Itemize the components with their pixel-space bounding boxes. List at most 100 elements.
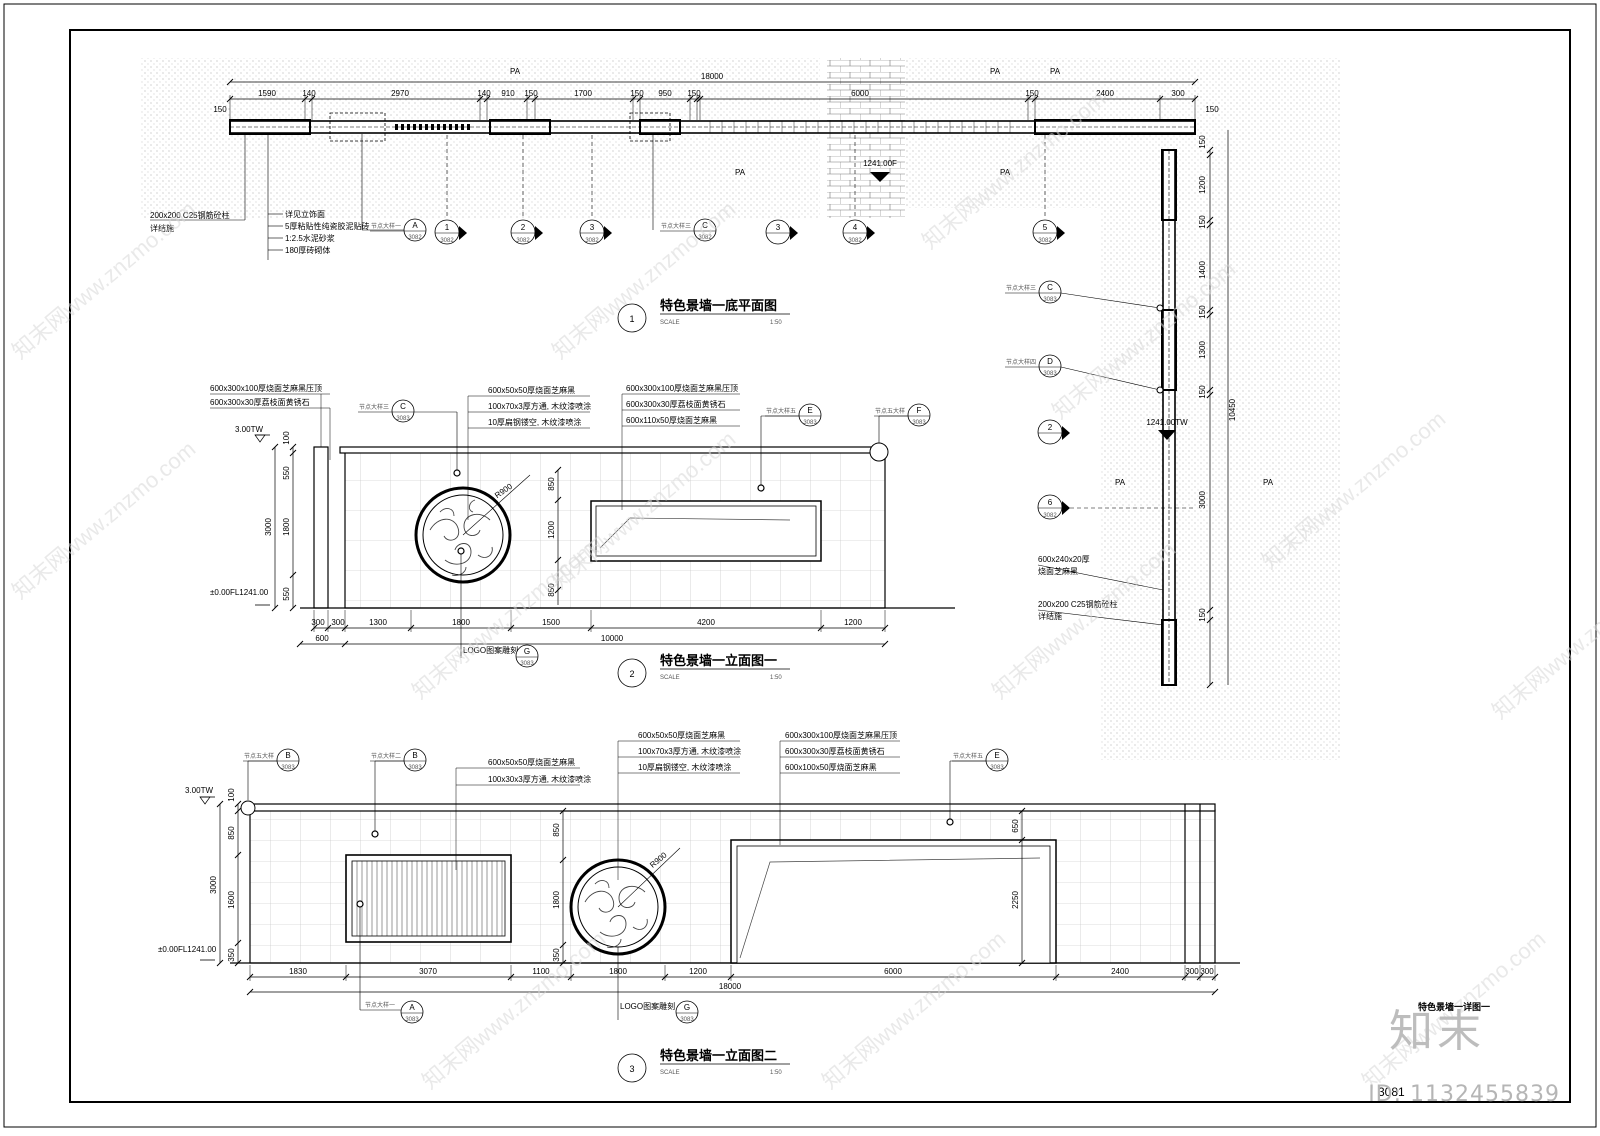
elev1-view-number: 2 [629, 669, 634, 679]
plan-pa-2: PA [735, 168, 746, 177]
elev2-bot-mark: ±0.00FL1241.00 [158, 945, 217, 954]
elev2-callout-e-letter: E [994, 751, 999, 760]
plan-section-3-num: 3 [776, 223, 781, 232]
elev2-note-a-1: 100x30x3厚方通, 木纹漆喷涂 [488, 774, 591, 784]
elev2-vdimr-0: 650 [1011, 819, 1020, 833]
elev1-hdim-1: 300 [331, 618, 345, 627]
elev1-logo-note: LOGO图案雕刻 [463, 645, 518, 655]
elev1-hdim-2: 1300 [369, 618, 387, 627]
plan-dim-12: 2400 [1096, 89, 1114, 98]
elev2-callout-e-bubble [985, 748, 1009, 772]
elev2-note-a-0: 600x50x50厚烧面芝麻黑 [488, 757, 575, 767]
elev1-logo-sheet: 3083 [520, 661, 534, 667]
elev2-note-c-2: 600x100x50厚烧面芝麻黑 [785, 762, 877, 772]
elev1-hdim-6: 1200 [844, 618, 862, 627]
brick-strip [827, 58, 905, 218]
side-callout-d-letter: D [1047, 357, 1053, 366]
plan-elev-mark: 1241.00F [863, 159, 897, 168]
plan-dim-3: 140 [477, 89, 491, 98]
side-note-1: 烧面芝麻黑 [1038, 566, 1078, 576]
elev1-callout-e-sheet: 3083 [803, 420, 817, 426]
plan-section-4-sheet: 3082 [848, 238, 862, 244]
plan-total-dim: 18000 [701, 72, 724, 81]
elev2-hdim-0: 1830 [289, 967, 307, 976]
elev2-bottom-a-sheet: 3083 [405, 1017, 419, 1023]
elev2-callout-b1-label: 节点五大样 [244, 752, 274, 760]
view-titles: 1 特色景墙一底平面图 SCALE 1:50 2 特色景墙一立面图一 SCALE… [617, 298, 790, 1083]
plan-section-1-sheet: 3082 [516, 238, 530, 244]
side-dim-3: 1400 [1198, 261, 1207, 279]
paving-hatch-left [140, 58, 820, 218]
elev2-vdimr-1: 2250 [1011, 891, 1020, 909]
elev1-total-1: 10000 [601, 634, 624, 643]
plan-note-3: 5厚粘贴性纯瓷胶泥贴砖 [285, 221, 369, 231]
plan-pa-1: PA [990, 67, 1001, 76]
plan-dim-9: 150 [687, 89, 701, 98]
elev1-callout-c-label: 节点大样三 [359, 403, 389, 411]
elev1-vdimr-1: 1200 [547, 521, 556, 539]
elev2-note-b-0: 600x50x50厚烧面芝麻黑 [638, 730, 725, 740]
elev2-vdim-0: 100 [227, 788, 236, 802]
elev1-total-0: 600 [315, 634, 329, 643]
plan-view-number: 1 [629, 314, 634, 324]
elev1-note-right-2: 600x110x50厚烧面芝麻黑 [626, 415, 717, 425]
outer-border [3, 3, 1597, 1128]
plan-dim-0: 1590 [258, 89, 276, 98]
elevation-two: 3.00TW±0.00FL1241.0010085030001600350850… [158, 730, 1240, 1024]
elev2-callout-e-label: 节点大样五 [953, 752, 983, 760]
elev1-vdim-0: 100 [282, 431, 291, 445]
plan-scale: 1:50 [770, 320, 782, 326]
plan-section-5-num: 5 [1043, 223, 1048, 232]
elev1-vdim-2: 3000 [264, 518, 273, 536]
elev2-bottom-a-letter: A [409, 1003, 415, 1012]
elev2-bottom-a-bubble [400, 1000, 424, 1024]
elev2-hdim-2: 1100 [532, 967, 550, 976]
plan-section-1-num: 2 [521, 223, 526, 232]
plan-dim-1: 140 [302, 89, 316, 98]
elev1-callout-f-sheet: 3083 [912, 420, 926, 426]
elev2-hdim-7: 300 [1185, 967, 1199, 976]
plan-callout-c-bubble [693, 218, 717, 242]
elev1-callout-f-label: 节点五大样 [875, 407, 905, 415]
elev2-view-number: 3 [629, 1064, 634, 1074]
elev2-vdim-4: 350 [227, 948, 236, 962]
elev2-callout-b1-bubble [276, 748, 300, 772]
plan-dim-11: 150 [1025, 89, 1039, 98]
watermark-id: ID: 1132455839 [1368, 1082, 1560, 1107]
elev1-hdim-5: 4200 [697, 618, 715, 627]
watermark-text-0: 知末网www.znzmo.com [7, 196, 200, 364]
side-section-0-num: 2 [1048, 423, 1053, 432]
side-note-2: 200x200 C25钢筋砼柱 [1038, 599, 1118, 609]
plan-dim-7: 150 [630, 89, 644, 98]
elev2-bottom-g-letter: G [684, 1003, 690, 1012]
elev2-hdim-6: 2400 [1111, 967, 1129, 976]
elev1-vdim-4: 550 [282, 587, 291, 601]
side-note-3: 详结施 [1038, 611, 1062, 621]
elev1-hdim-4: 1500 [542, 618, 560, 627]
plan-section-0-sheet: 3082 [440, 238, 454, 244]
elev2-note-c-1: 600x300x30厚荔枝面黄锈石 [785, 746, 885, 756]
elev1-scale: 1:50 [770, 675, 782, 681]
plan-dim-150: 150 [213, 105, 227, 114]
plan-section-2-num: 3 [590, 223, 595, 232]
plan-callout-c-label: 节点大样三 [661, 222, 691, 230]
side-dim-8: 150 [1198, 608, 1207, 622]
elev1-note-left-0: 600x300x100厚烧面芝麻黑压顶 [210, 383, 322, 393]
elev2-callout-b2-sheet: 3083 [408, 765, 422, 771]
side-dim-1: 1200 [1198, 176, 1207, 194]
plan-dim-6: 1700 [574, 89, 592, 98]
side-callout-c-sheet: 3083 [1043, 297, 1057, 303]
side-callout-d-label: 节点大样四 [1006, 358, 1036, 366]
plan-section-5-sheet: 3082 [1038, 238, 1052, 244]
plan-section-4-num: 4 [853, 223, 858, 232]
elev2-bottom-g-sheet: 3083 [680, 1017, 694, 1023]
title-block-project: 特色景墙一详图一 [1418, 1002, 1491, 1012]
elev2-callout-b2-bubble [403, 748, 427, 772]
watermark-text-1: 知末网www.znzmo.com [547, 196, 740, 364]
watermark-text-10: 知末网www.znzmo.com [1487, 556, 1600, 724]
elev1-callout-f-letter: F [917, 406, 922, 415]
side-dim-6: 150 [1198, 385, 1207, 399]
elev2-bottom-g-bubble [675, 1000, 699, 1024]
